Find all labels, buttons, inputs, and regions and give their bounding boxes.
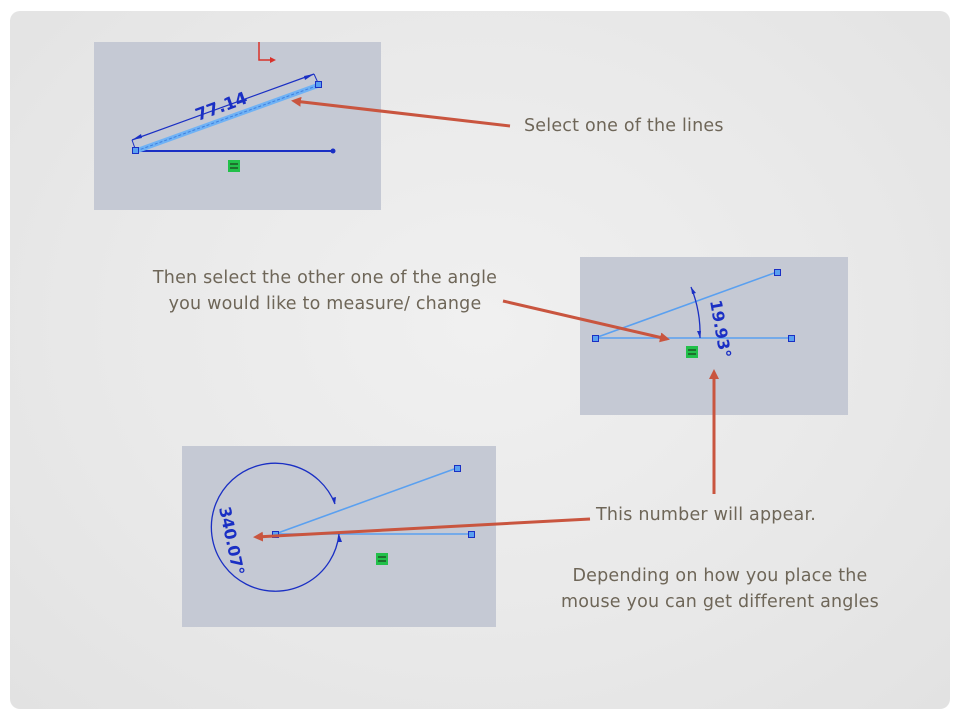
sketch-panel-line-length: 77.14 bbox=[94, 42, 381, 210]
caption-line: you would like to measure/ change bbox=[168, 294, 482, 314]
angled-sketch-line[interactable] bbox=[274, 467, 458, 535]
angle-arrow-top-icon bbox=[332, 497, 336, 504]
caption-line: mouse you can get different angles bbox=[561, 592, 879, 612]
dimension-line bbox=[131, 73, 315, 141]
line-endpoint[interactable] bbox=[330, 148, 336, 154]
sketch-canvas-3: 340.07° bbox=[210, 462, 475, 592]
dimension-arrow-end-icon bbox=[304, 74, 314, 80]
angle-dimension-value[interactable]: 340.07° bbox=[215, 505, 248, 577]
sketch-canvas-2: 19.93° bbox=[592, 269, 795, 359]
slide: 77.14 19.93° bbox=[10, 11, 950, 709]
horizontal-end-handle[interactable] bbox=[788, 335, 795, 342]
angled-sketch-line[interactable] bbox=[594, 271, 778, 339]
dimension-arrow-start-icon bbox=[132, 134, 142, 140]
origin-arrow-icon bbox=[270, 57, 276, 63]
angle-arrow-bottom-icon bbox=[697, 331, 701, 338]
origin-marker-icon bbox=[258, 42, 274, 61]
horizontal-constraint-icon bbox=[686, 346, 698, 358]
caption-select-line: Select one of the lines bbox=[524, 116, 724, 136]
vertex-point-handle[interactable] bbox=[272, 531, 279, 538]
angle-dimension-arc bbox=[210, 462, 340, 592]
horizontal-constraint-icon bbox=[228, 160, 240, 172]
end-point-handle[interactable] bbox=[315, 81, 322, 88]
caption-line: Depending on how you place the bbox=[572, 566, 868, 586]
caption-number-appears: This number will appear. bbox=[596, 505, 817, 525]
sketch-panel-angle-small: 19.93° bbox=[580, 257, 848, 415]
angled-end-handle[interactable] bbox=[454, 465, 461, 472]
sketch-canvas-1: 77.14 bbox=[131, 42, 336, 172]
start-point-handle[interactable] bbox=[132, 147, 139, 154]
angle-dimension-value[interactable]: 19.93° bbox=[706, 298, 735, 359]
angle-dimension-arc bbox=[690, 286, 701, 339]
vertex-point-handle[interactable] bbox=[592, 335, 599, 342]
caption-depending: Depending on how you place the mouse you… bbox=[520, 563, 920, 615]
angled-end-handle[interactable] bbox=[774, 269, 781, 276]
caption-line: Then select the other one of the angle bbox=[152, 268, 498, 288]
horizontal-constraint-icon bbox=[376, 553, 388, 565]
sketch-panel-angle-large: 340.07° bbox=[182, 446, 496, 627]
horizontal-end-handle[interactable] bbox=[468, 531, 475, 538]
angle-arrow-top-icon bbox=[691, 287, 696, 294]
caption-select-other-line: Then select the other one of the angle y… bbox=[115, 265, 535, 317]
